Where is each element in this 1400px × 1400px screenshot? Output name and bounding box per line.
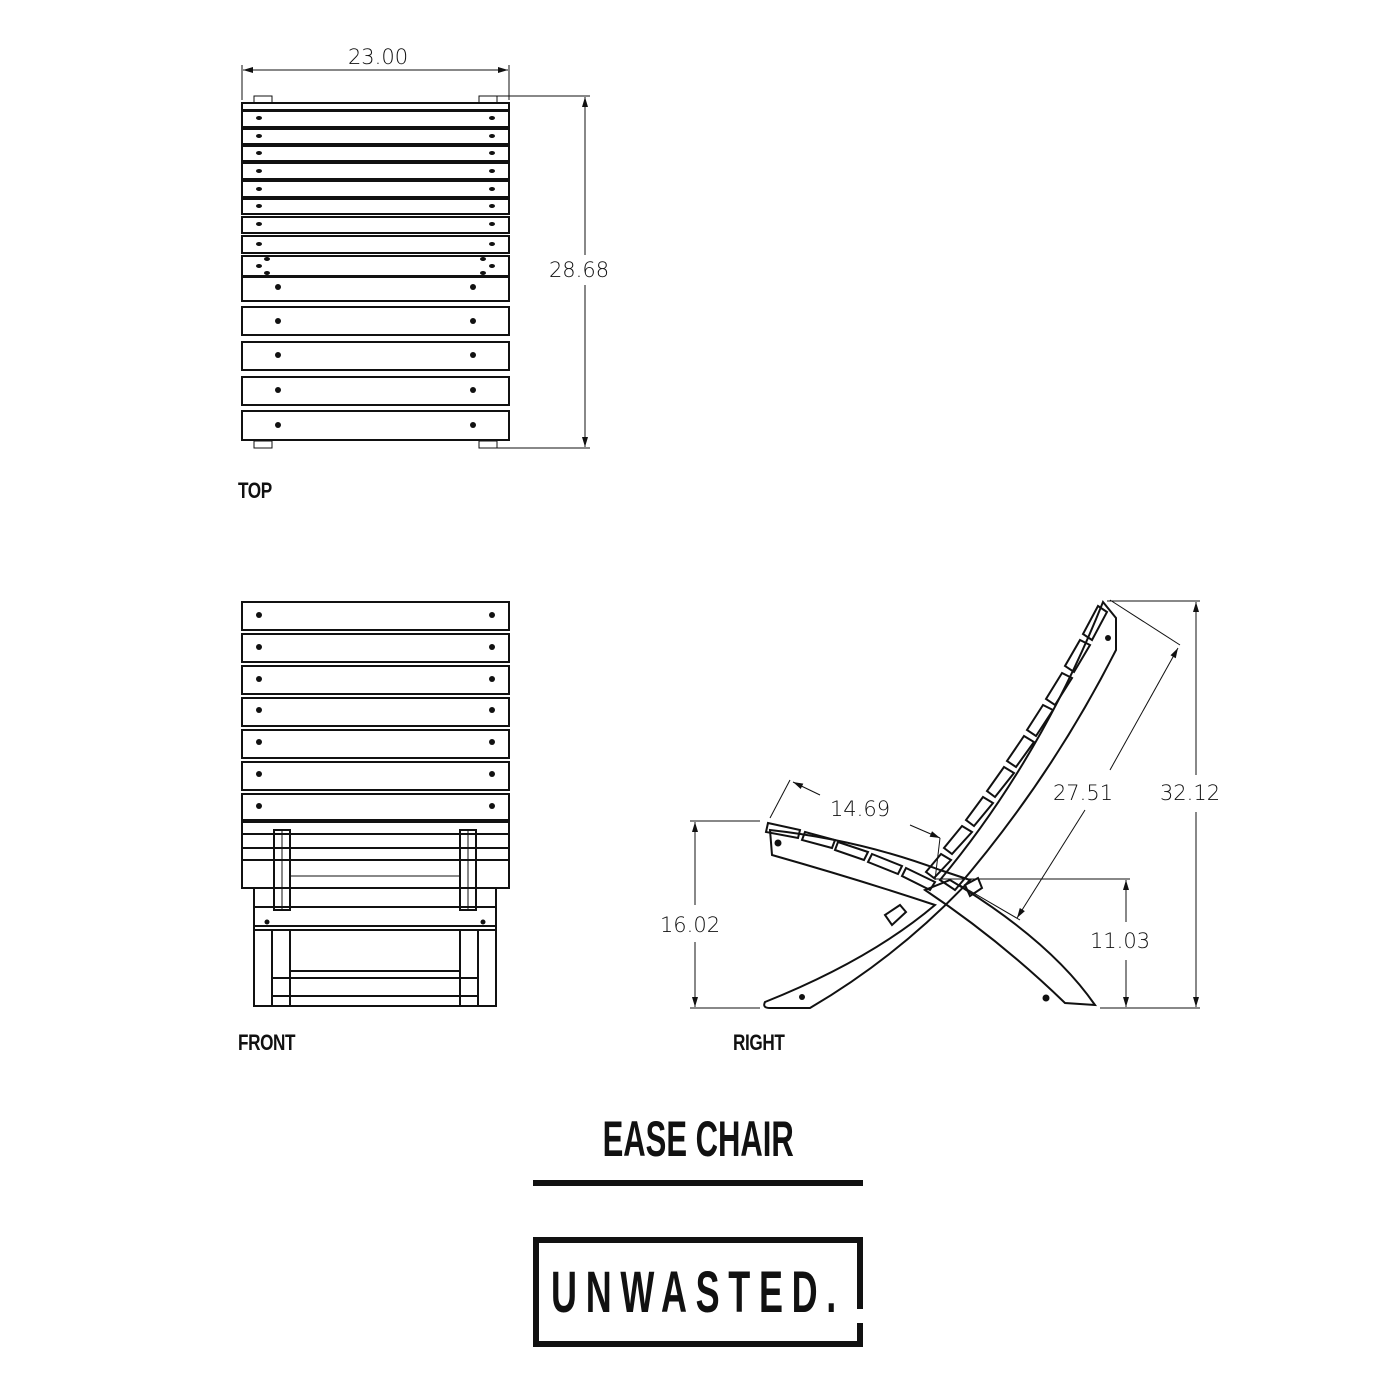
drawing-title-text: EASE CHAIR [602,1111,794,1167]
right-view [690,599,1200,1009]
top-view-label: TOP [238,478,272,503]
seat-length-dimension: 14.69 [830,797,890,821]
logo-notch [857,1309,863,1323]
drawing-title: EASE CHAIR [534,1110,862,1168]
front-view [241,601,510,1007]
brand-logo: UNWASTED. [533,1237,863,1347]
front-view-label: FRONT [238,1030,296,1055]
seat-front-height-dimension: 16.02 [660,913,720,937]
top-view [241,65,590,449]
seat-rear-height-dimension: 11.03 [1090,929,1150,953]
title-underline [533,1180,863,1186]
right-view-label: RIGHT [733,1030,785,1055]
brand-logo-text: UNWASTED. [551,1259,845,1325]
top-width-dimension: 23.00 [348,45,408,69]
back-length-dimension: 27.51 [1053,781,1113,805]
top-depth-dimension: 28.68 [549,258,609,282]
overall-height-dimension: 32.12 [1160,781,1220,805]
